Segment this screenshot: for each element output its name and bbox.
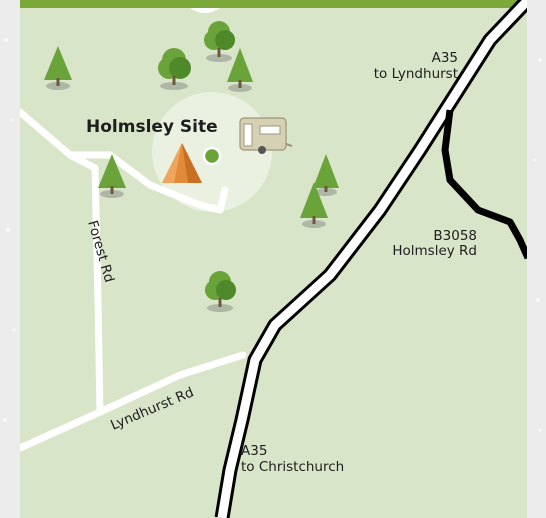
- tree-icon: [98, 154, 126, 198]
- road-a35: [214, 0, 527, 518]
- trees: [44, 21, 339, 312]
- tree-icon: [205, 271, 236, 312]
- a35-south-name: A35: [241, 443, 267, 459]
- map-top-band: [20, 0, 527, 8]
- road-lyndhurst-rd: [20, 351, 247, 452]
- tree-icon: [204, 21, 235, 62]
- road-b3058: [441, 109, 527, 260]
- a35-south-dest: to Christchurch: [241, 459, 344, 475]
- tree-icon: [227, 48, 253, 92]
- road-site-access: [106, 151, 229, 214]
- a35-north-name: A35: [432, 50, 458, 66]
- tree-icon: [313, 154, 339, 196]
- local-roads: [20, 108, 247, 452]
- road-forest-rd: [66, 151, 104, 416]
- tree-icon: [300, 182, 328, 228]
- b3058-name: B3058: [433, 228, 477, 244]
- a35-north-dest: to Lyndhurst: [374, 66, 458, 82]
- tree-icon: [158, 48, 191, 90]
- tent-icon: [162, 143, 202, 183]
- map-panel: [20, 0, 527, 518]
- caravan-icon: [239, 117, 293, 154]
- b3058-street: Holmsley Rd: [392, 243, 477, 259]
- tree-icon: [44, 46, 72, 90]
- location-dot-icon[interactable]: [202, 146, 222, 166]
- site-label: Holmsley Site: [86, 117, 218, 137]
- map-top-band-notch: [190, 8, 220, 13]
